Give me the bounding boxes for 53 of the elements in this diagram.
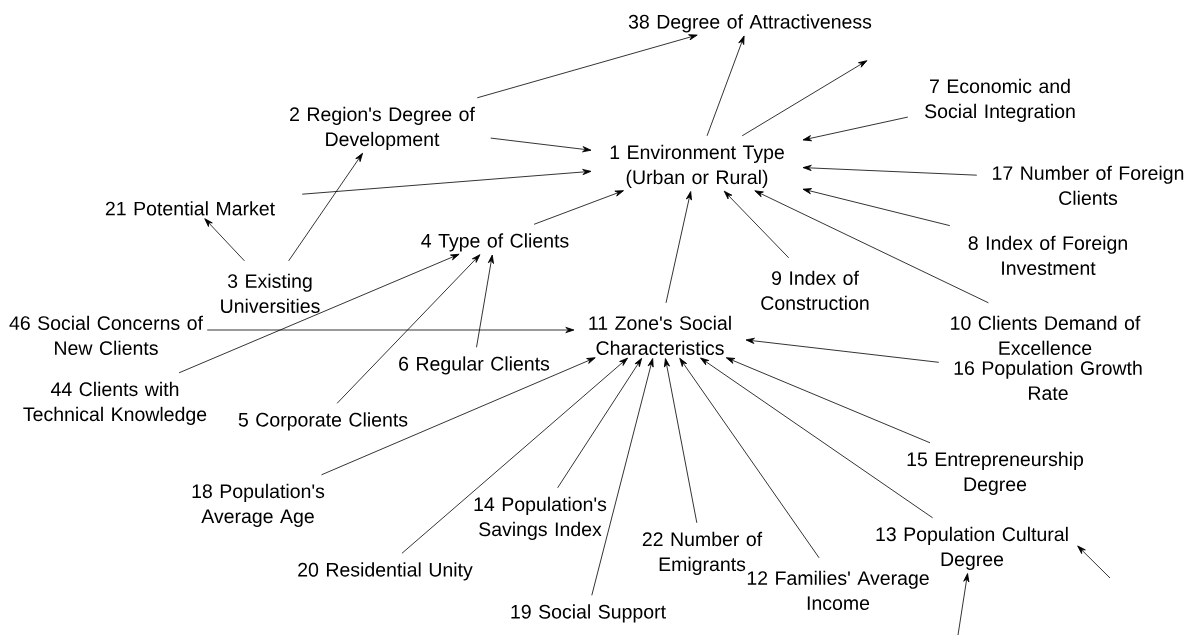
arrow: [745, 337, 940, 363]
arrow: [336, 254, 481, 404]
arrow: [664, 358, 698, 524]
arrow: [665, 191, 692, 304]
arrow: [754, 190, 989, 304]
node-label: 3 Existing Universities: [221, 273, 320, 313]
arrow: [204, 218, 245, 262]
arrow: [957, 573, 970, 636]
node-label: 16 Population Growth Rate: [954, 360, 1142, 400]
arrow: [557, 357, 643, 489]
node-label: 4 Type of Clients: [421, 233, 569, 252]
arrow: [679, 357, 820, 559]
node-label: 14 Population's Savings Index: [474, 496, 607, 540]
node-label: 20 Residential Unity: [298, 562, 473, 581]
arrow: [321, 357, 596, 476]
arrow: [1077, 545, 1111, 579]
arrow: [802, 188, 951, 227]
arrow: [725, 357, 931, 444]
node-label: 10 Clients Demand of Excellence: [951, 315, 1141, 355]
node-label: 13 Population Cultural Degree: [876, 526, 1068, 570]
node-label: 7 Economic and Social Integration: [925, 78, 1075, 122]
arrow: [490, 137, 592, 153]
node-label: 19 Social Support: [511, 604, 666, 623]
arrow: [741, 60, 868, 137]
node-label: 11 Zone's Social Characteristics: [589, 315, 731, 355]
arrow: [591, 358, 654, 596]
arrow: [288, 152, 363, 262]
arrow: [301, 169, 592, 195]
arrow: [802, 164, 978, 176]
arrow: [706, 35, 745, 137]
arrow: [206, 326, 575, 334]
node-label: 18 Population's Average Age: [192, 483, 325, 527]
node-label: 5 Corporate Clients: [238, 412, 408, 431]
node-label: 12 Families' Average Income: [747, 570, 929, 610]
arrow: [476, 254, 494, 348]
arrow: [533, 190, 624, 225]
node-label: 1 Environment Type (Urban or Rural): [610, 144, 784, 188]
arrow: [700, 357, 934, 519]
node-label: 46 Social Concerns of New Clients: [9, 315, 203, 355]
arrow: [802, 116, 909, 142]
node-label: 6 Regular Clients: [399, 356, 550, 375]
node-label: 9 Index of Construction: [761, 270, 869, 310]
node-label: 2 Region's Degree of Development: [290, 106, 475, 150]
node-label: 8 Index of Foreign Investment: [968, 235, 1127, 275]
arrow: [178, 253, 460, 374]
node-label: 38 Degree of Attractiveness: [628, 14, 872, 33]
arrow: [723, 190, 790, 259]
node-label: 15 Entrepreneurship Degree: [907, 451, 1084, 495]
node-label: 21 Potential Market: [105, 201, 275, 216]
arrow: [401, 357, 628, 554]
node-label: 17 Number of Foreign Clients: [993, 165, 1184, 205]
arrow: [476, 34, 698, 99]
node-label: 44 Clients with Technical Knowledge: [23, 381, 207, 425]
